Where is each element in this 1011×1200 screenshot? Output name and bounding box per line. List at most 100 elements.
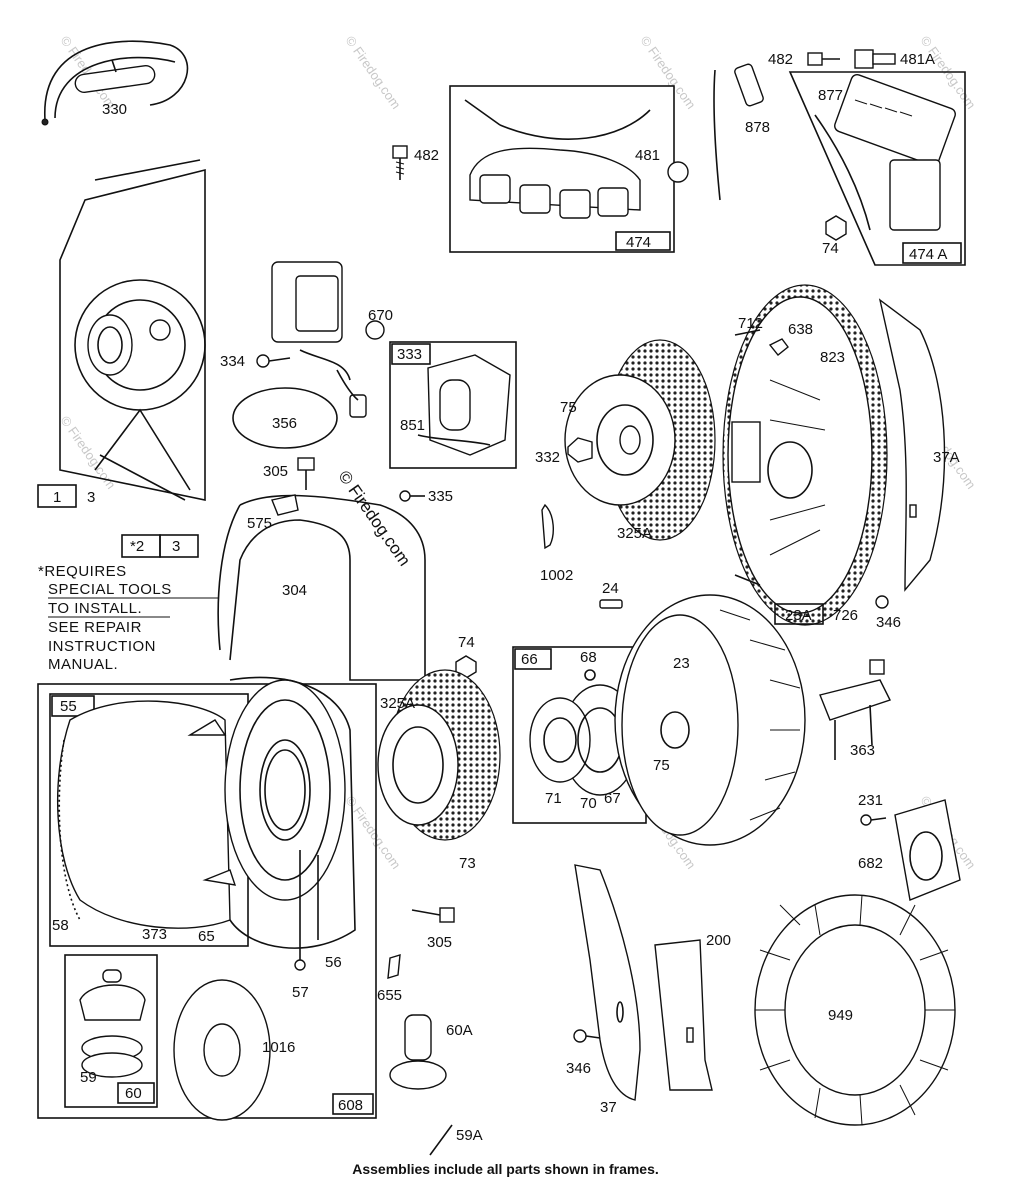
- part-ignition-module: [271, 261, 385, 381]
- label-373: 373: [142, 926, 167, 943]
- part-handle-60: [79, 969, 146, 1078]
- part-682-guard: [894, 799, 961, 901]
- label-23a: 23A: [785, 607, 812, 624]
- label-346-bottom: 346: [566, 1060, 591, 1077]
- box-23a: [774, 603, 824, 625]
- label-712: 712: [738, 315, 763, 332]
- part-1002-clip: [541, 503, 554, 550]
- label-200: 200: [706, 932, 731, 949]
- label-608: 608: [338, 1097, 363, 1114]
- label-1002: 1002: [540, 567, 573, 584]
- label-481a: 481A: [900, 51, 935, 68]
- label-949: 949: [828, 1007, 853, 1024]
- part-482-screw: [392, 145, 408, 180]
- label-37a: 37A: [933, 449, 960, 466]
- label-346-right: 346: [876, 614, 901, 631]
- box-1: [37, 484, 77, 508]
- label-59a: 59A: [456, 1127, 483, 1144]
- label-57: 57: [292, 984, 309, 1001]
- part-rewind-starter: [56, 676, 356, 971]
- part-356-wire: [232, 369, 367, 449]
- label-332: 332: [535, 449, 560, 466]
- label-670: 670: [368, 307, 393, 324]
- label-56: 56: [325, 954, 342, 971]
- part-starter-cup-325a: [377, 669, 501, 841]
- label-74-top: 74: [822, 240, 839, 257]
- label-59: 59: [80, 1069, 97, 1086]
- part-60a-handle: [389, 1014, 447, 1090]
- part-alternator-474a: [814, 73, 956, 231]
- frame-60: [64, 954, 158, 1108]
- label-68: 68: [580, 649, 597, 666]
- label-1: 1: [53, 489, 61, 506]
- part-335-screw: [399, 490, 425, 502]
- label-3b: 3: [172, 538, 180, 555]
- label-1016: 1016: [262, 1039, 295, 1056]
- label-481: 481: [635, 147, 660, 164]
- part-949-screen: [754, 894, 956, 1126]
- label-24: 24: [602, 580, 619, 597]
- part-armature-333: [417, 354, 511, 456]
- part-481a-bolt: [854, 49, 896, 69]
- part-655-clip: [387, 954, 401, 979]
- label-3: 3: [87, 489, 95, 506]
- label-878: 878: [745, 119, 770, 136]
- part-200-plate: [654, 939, 713, 1091]
- label-305-top: 305: [263, 463, 288, 480]
- part-330-fuel-line: [41, 40, 189, 126]
- label-474a: 474 A: [909, 246, 947, 263]
- label-305-bottom: 305: [427, 934, 452, 951]
- label-726: 726: [833, 607, 858, 624]
- part-878-wire: [713, 63, 764, 201]
- note-line: INSTRUCTION: [48, 638, 156, 655]
- label-73: 73: [459, 855, 476, 872]
- part-alternator-474: [464, 99, 689, 219]
- part-231-screw: [860, 814, 887, 826]
- box-474a: [902, 242, 962, 264]
- part-74-nut-top: [825, 215, 847, 241]
- label-304: 304: [282, 582, 307, 599]
- label-231: 231: [858, 792, 883, 809]
- special-tools-note: *REQUIRES SPECIAL TOOLS TO INSTALL. SEE …: [38, 563, 218, 673]
- label-482-top: 482: [768, 51, 793, 68]
- label-638: 638: [788, 321, 813, 338]
- note-line: MANUAL.: [48, 656, 118, 673]
- frame-333: [389, 341, 517, 469]
- label-71: 71: [545, 790, 562, 807]
- label-356: 356: [272, 415, 297, 432]
- note-line: TO INSTALL.: [48, 600, 142, 617]
- label-75-top: 75: [560, 399, 577, 416]
- part-305-bolt-bottom: [411, 907, 455, 923]
- note-line: SEE REPAIR: [48, 619, 142, 636]
- label-60a: 60A: [446, 1022, 473, 1039]
- label-682: 682: [858, 855, 883, 872]
- label-363: 363: [850, 742, 875, 759]
- part-346-screw-right: [875, 595, 889, 609]
- label-2: *2: [130, 538, 144, 555]
- box-60: [117, 1082, 155, 1104]
- box-3: [159, 534, 199, 558]
- watermark-text: © Firedog.com: [638, 33, 699, 112]
- label-851: 851: [400, 417, 425, 434]
- label-67: 67: [604, 790, 621, 807]
- box-474: [615, 231, 671, 251]
- label-823: 823: [820, 349, 845, 366]
- label-23: 23: [673, 655, 690, 672]
- note-line: *REQUIRES: [38, 563, 127, 580]
- label-70: 70: [580, 795, 597, 812]
- label-575: 575: [247, 515, 272, 532]
- label-65: 65: [198, 928, 215, 945]
- part-flywheel-712: [722, 284, 888, 626]
- frame-caption: Assemblies include all parts shown in fr…: [352, 1161, 659, 1177]
- part-governor-363: [819, 659, 891, 760]
- label-60: 60: [125, 1085, 142, 1102]
- part-starter-cup: [564, 339, 716, 541]
- label-58: 58: [52, 917, 69, 934]
- part-59a-pin: [429, 1124, 453, 1156]
- part-1016-washer: [173, 979, 271, 1121]
- label-55: 55: [60, 698, 77, 715]
- label-66: 66: [521, 651, 538, 668]
- note-line: SPECIAL TOOLS: [48, 581, 172, 598]
- label-74-mid: 74: [458, 634, 475, 651]
